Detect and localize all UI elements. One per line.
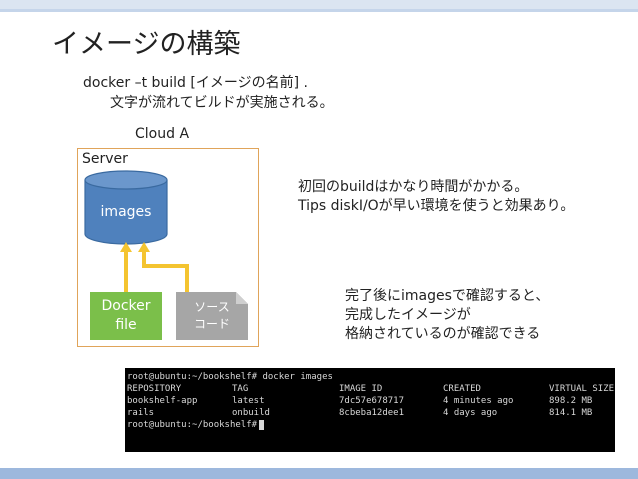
top-accent-bar [0, 0, 638, 12]
terminal-header-row: REPOSITORY TAG IMAGE ID CREATED VIRTUAL … [127, 383, 615, 395]
dockerfile-box: Docker file [90, 292, 162, 340]
header-image-id: IMAGE ID [339, 384, 383, 394]
dockerfile-label-line1: Docker [101, 298, 151, 314]
row2-size: 814.1 MB [549, 408, 593, 418]
terminal-cursor [259, 419, 265, 430]
terminal-row: rails onbuild 8cbeba12dee1 4 days ago 81… [127, 407, 613, 419]
header-repository: REPOSITORY [127, 384, 182, 394]
server-label: Server [82, 151, 128, 167]
images-confirm-note: 完了後にimagesで確認すると、 完成したイメージが 格納されているのが確認で… [345, 287, 549, 344]
command-note: 文字が流れてビルドが実施される。 [110, 95, 334, 111]
note1-line1: 初回のbuildはかなり時間がかかる。 [298, 179, 529, 195]
source-label-line2: コード [193, 317, 230, 331]
note2-line2: 完成したイメージが [345, 307, 471, 323]
db-label: images [100, 204, 152, 220]
database-cylinder-icon [84, 170, 168, 245]
row1-created: 4 minutes ago [443, 396, 514, 406]
row1-tag: latest [232, 396, 265, 406]
terminal-command: root@ubuntu:~/bookshelf# docker images [127, 372, 333, 382]
source-code-box: ソース コード [176, 292, 248, 340]
source-code-file-icon [176, 292, 248, 340]
row1-image-id: 7dc57e678717 [339, 396, 405, 406]
dockerfile-label-line2: file [115, 317, 137, 333]
row1-size: 898.2 MB [549, 396, 593, 406]
header-created: CREATED [443, 384, 481, 394]
terminal-screenshot: root@ubuntu:~/bookshelf# docker images R… [125, 368, 615, 452]
bottom-accent-bar [0, 468, 638, 479]
header-virtual-size: VIRTUAL SIZE [549, 384, 615, 394]
source-label-line1: ソース [194, 300, 230, 314]
terminal-prompt: root@ubuntu:~/bookshelf# [127, 420, 258, 430]
row2-repository: rails [127, 408, 155, 418]
cloud-label: Cloud A [135, 126, 190, 142]
terminal-prompt-line: root@ubuntu:~/bookshelf# [127, 419, 265, 431]
header-tag: TAG [232, 384, 249, 394]
build-time-note: 初回のbuildはかなり時間がかかる。 Tips diskI/Oが早い環境を使う… [298, 178, 574, 216]
note2-line1: 完了後にimagesで確認すると、 [345, 288, 550, 304]
note1-line2: Tips diskI/Oが早い環境を使うと効果あり。 [298, 198, 575, 214]
terminal-row: bookshelf-app latest 7dc57e678717 4 minu… [127, 395, 613, 407]
slide-title: イメージの構築 [52, 29, 241, 60]
row1-repository: bookshelf-app [127, 396, 198, 406]
row2-created: 4 days ago [443, 408, 498, 418]
row2-tag: onbuild [232, 408, 270, 418]
row2-image-id: 8cbeba12dee1 [339, 408, 405, 418]
command-line: docker –t build [イメージの名前] . [83, 75, 308, 91]
build-arrows [120, 242, 189, 292]
server-box [77, 148, 259, 347]
note2-line3: 格納されているのが確認できる [345, 326, 541, 342]
